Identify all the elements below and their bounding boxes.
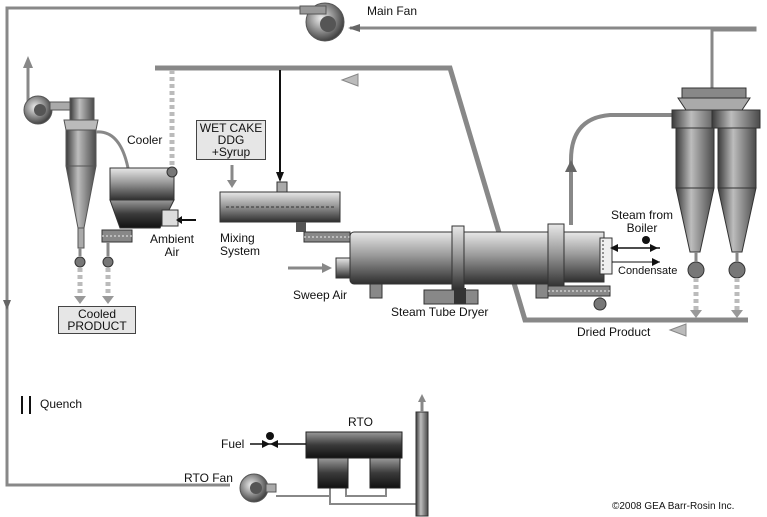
rto-fan-label: RTO Fan	[184, 471, 233, 485]
mixer-screw	[303, 231, 351, 243]
main-fan	[299, 2, 345, 42]
product-cyclones	[671, 87, 761, 318]
rto-fan	[239, 473, 277, 503]
rto	[305, 431, 403, 489]
mixing-line-1: Mixing	[220, 231, 255, 245]
steam-line-2: Boiler	[626, 221, 658, 235]
cooler-screw	[101, 229, 133, 243]
fuel-line	[250, 432, 306, 448]
rto-ducting	[276, 488, 420, 505]
arrow-dried-product	[668, 323, 687, 337]
quench-symbol	[21, 396, 31, 414]
arrow-top-duct	[340, 73, 359, 87]
dried-product-label: Dried Product	[577, 325, 651, 339]
rto-label: RTO	[348, 415, 373, 429]
fuel-label: Fuel	[221, 437, 245, 451]
arrow-main-fan	[348, 24, 360, 32]
condensate-label: Condensate	[618, 265, 678, 277]
quench-label: Quench	[40, 397, 83, 411]
steam-line-1: Steam from	[610, 208, 673, 222]
copyright: ©2008 GEA Barr-Rosin Inc.	[612, 501, 735, 512]
steam-lines	[610, 236, 660, 266]
sweep-air-label: Sweep Air	[293, 288, 348, 302]
wet-cake-line-1: WET CAKE	[199, 121, 263, 135]
wet-cake-line-2: DDG	[217, 133, 245, 147]
steam-from-boiler-label: Steam from Boiler	[604, 209, 680, 235]
ambient-air-label: Ambient Air	[143, 233, 201, 259]
main-fan-label: Main Fan	[367, 4, 418, 18]
mixing-system-label: Mixing System	[220, 232, 260, 258]
mixing-system	[219, 181, 341, 232]
cooled-product-outlets	[74, 242, 114, 304]
ambient-air-line-1: Ambient	[149, 232, 195, 246]
mixing-line-2: System	[220, 244, 261, 258]
sweep-air-arrowhead	[322, 263, 332, 273]
cyclone-to-cooler-duct	[95, 130, 130, 169]
ambient-air-line-2: Air	[164, 245, 180, 259]
steam-tube-dryer	[335, 223, 613, 305]
arrow-left-line-down	[3, 300, 11, 310]
wet-cake-box: WET CAKE DDG +Syrup	[196, 120, 266, 160]
exhaust-duct	[155, 65, 748, 323]
main-duct-loop	[5, 6, 757, 487]
dryer-discharge-screw	[547, 285, 611, 311]
cooler-cyclone	[63, 97, 99, 249]
cooler	[109, 70, 196, 229]
cooled-product-box: Cooled PRODUCT	[58, 306, 136, 334]
stack	[415, 394, 429, 517]
wet-cake-feed	[227, 70, 284, 188]
wet-cake-line-3: +Syrup	[211, 145, 251, 159]
steam-tube-dryer-label: Steam Tube Dryer	[391, 305, 489, 319]
cooled-line-1: Cooled	[77, 307, 117, 321]
arrow-to-cyclone	[565, 160, 577, 172]
cooled-line-2: PRODUCT	[67, 319, 127, 333]
cooler-label: Cooler	[127, 133, 163, 147]
cooler-fan	[23, 56, 73, 125]
dryer-to-cyclone-duct	[569, 113, 678, 225]
